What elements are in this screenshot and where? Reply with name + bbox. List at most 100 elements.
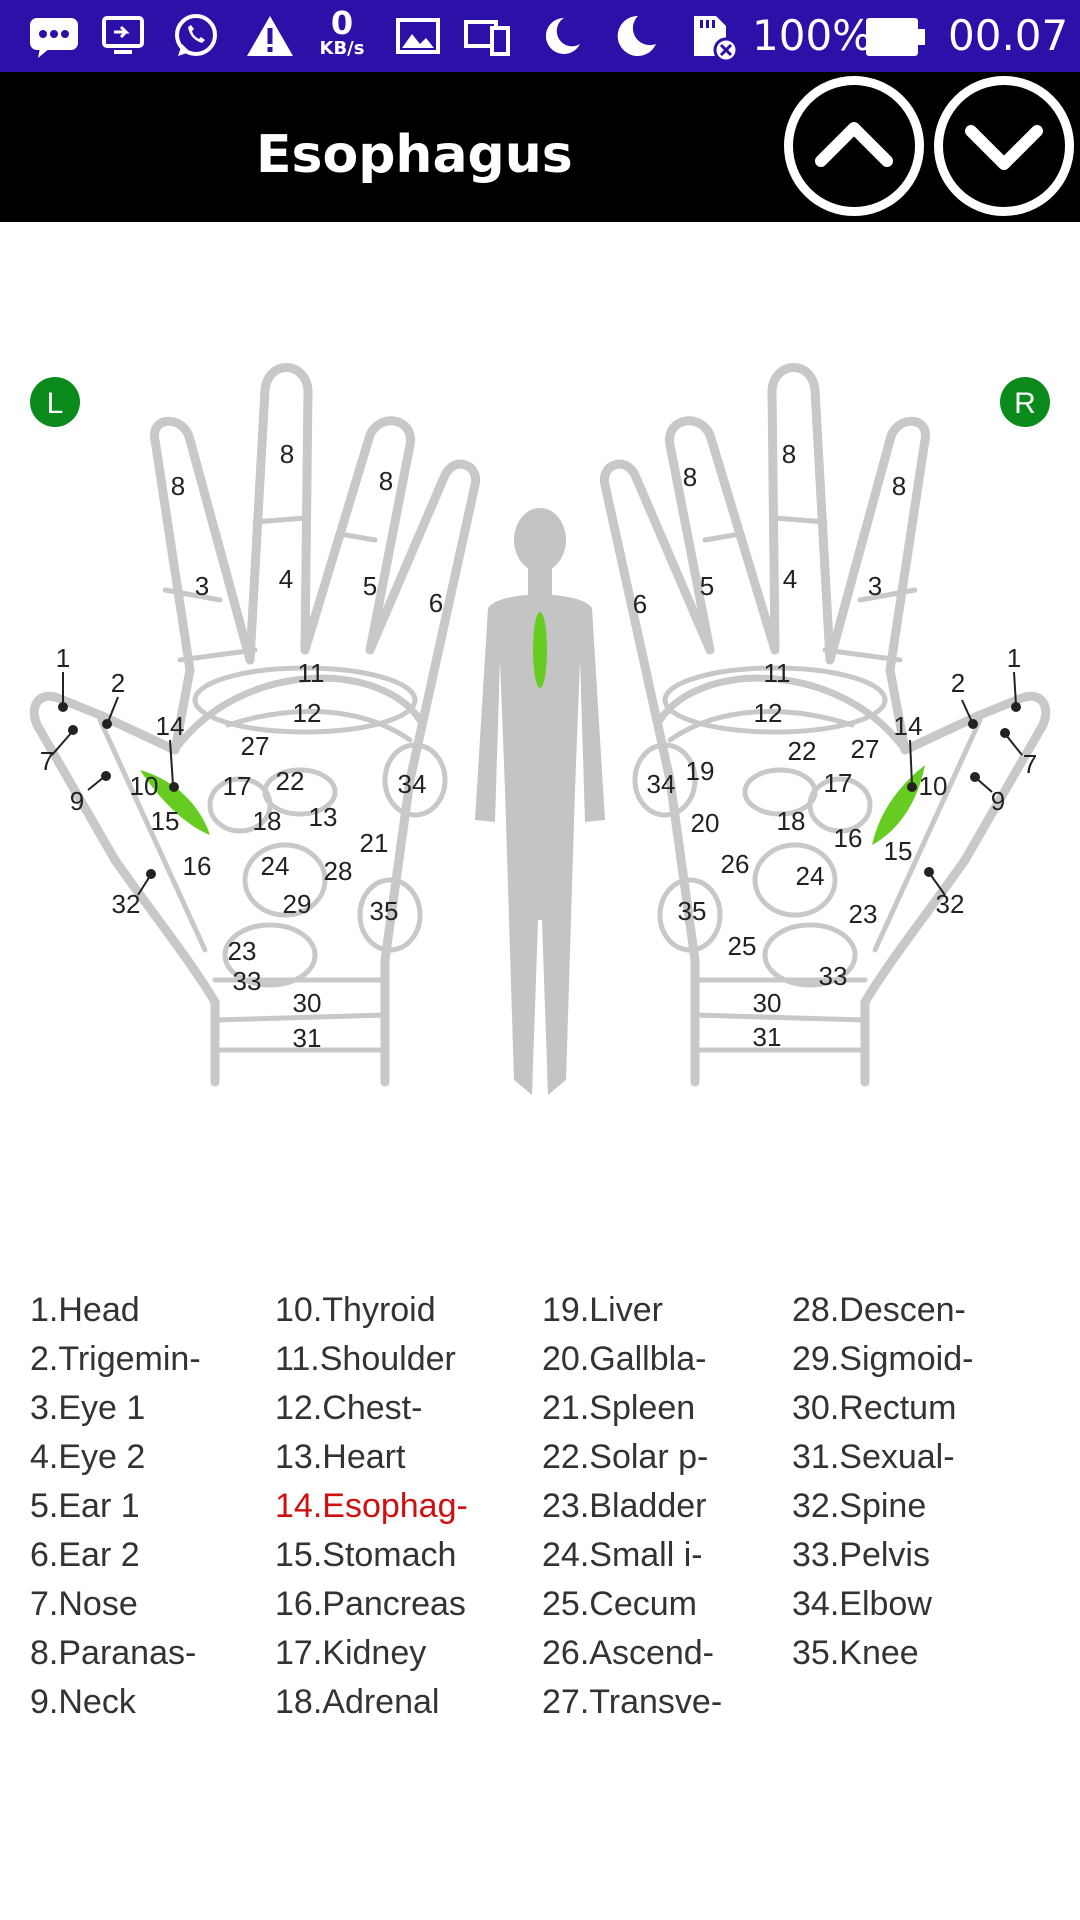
legend-item[interactable]: 6.Ear 2 [30, 1536, 140, 1574]
region-label: 16 [183, 851, 212, 881]
legend-item[interactable]: 12.Chest- [275, 1389, 423, 1427]
region-label: 33 [233, 966, 262, 996]
legend-item[interactable]: 11.Shoulder [275, 1340, 456, 1378]
legend-item[interactable]: 31.Sexual- [792, 1438, 955, 1476]
region-label: 29 [283, 889, 312, 919]
region-label: 7 [1023, 749, 1037, 779]
region-label: 15 [151, 806, 180, 836]
region-label: 17 [223, 771, 252, 801]
region-label: 10 [130, 771, 159, 801]
warning-icon [247, 16, 293, 56]
legend-item[interactable]: 23.Bladder [542, 1487, 707, 1525]
region-label: 12 [293, 698, 322, 728]
clock: 00.07 [948, 11, 1069, 60]
legend-column: 10.Thyroid 11.Shoulder 12.Chest- 13.Hear… [275, 1286, 468, 1727]
legend-item[interactable]: 35.Knee [792, 1634, 919, 1672]
pointer-markers [51, 671, 1023, 896]
region-label: 1 [1007, 643, 1021, 673]
region-label: 2 [951, 668, 965, 698]
legend-item[interactable]: 26.Ascend- [542, 1634, 714, 1672]
region-label: 8 [280, 439, 294, 469]
region-label: 3 [195, 571, 209, 601]
legend-item[interactable]: 17.Kidney [275, 1634, 427, 1672]
region-label: 1 [56, 643, 70, 673]
legend-item[interactable]: 3.Eye 1 [30, 1389, 146, 1427]
status-bar: 0 KB/s 100% 00.07 [0, 0, 1080, 72]
legend-item[interactable]: 18.Adrenal [275, 1683, 440, 1721]
legend-item[interactable]: 30.Rectum [792, 1389, 957, 1427]
legend-item[interactable]: 27.Transve- [542, 1683, 723, 1721]
region-label: 8 [683, 462, 697, 492]
legend-item[interactable]: 5.Ear 1 [30, 1487, 140, 1525]
screen-cast-icon [102, 16, 144, 54]
legend-item[interactable]: 2.Trigemin- [30, 1340, 201, 1378]
legend-item[interactable]: 20.Gallbla- [542, 1340, 707, 1378]
region-label: 28 [324, 856, 353, 886]
region-label: 21 [360, 828, 389, 858]
legend-item-active[interactable]: 14.Esophag- [275, 1487, 468, 1525]
region-label: 5 [363, 571, 377, 601]
legend-item[interactable]: 25.Cecum [542, 1585, 697, 1623]
right-badge-text: R [1014, 387, 1036, 420]
legend-item[interactable]: 15.Stomach [275, 1536, 457, 1574]
region-label: 35 [678, 896, 707, 926]
region-label: 13 [309, 802, 338, 832]
region-label: 32 [112, 889, 141, 919]
region-label: 18 [777, 806, 806, 836]
legend-item[interactable]: 10.Thyroid [275, 1291, 436, 1329]
region-label: 6 [429, 588, 443, 618]
region-label: 30 [293, 988, 322, 1018]
legend-item[interactable]: 28.Descen- [792, 1291, 966, 1329]
region-label: 10 [919, 771, 948, 801]
region-label: 31 [753, 1022, 782, 1052]
legend-column: 28.Descen- 29.Sigmoid- 30.Rectum 31.Sexu… [792, 1286, 973, 1678]
moon-icon [545, 17, 580, 54]
region-label: 24 [796, 861, 825, 891]
previous-button[interactable] [784, 76, 924, 216]
right-hand [599, 363, 1051, 1087]
legend-item[interactable]: 4.Eye 2 [30, 1438, 146, 1476]
legend-item[interactable]: 19.Liver [542, 1291, 663, 1329]
legend-item[interactable]: 24.Small i- [542, 1536, 703, 1574]
legend-item[interactable]: 1.Head [30, 1291, 140, 1329]
region-label: 18 [253, 806, 282, 836]
legend-item[interactable]: 7.Nose [30, 1585, 138, 1623]
region-label: 14 [894, 711, 923, 741]
region-label: 8 [782, 439, 796, 469]
region-label: 23 [849, 899, 878, 929]
region-label: 14 [156, 711, 185, 741]
legend-item[interactable]: 33.Pelvis [792, 1536, 930, 1574]
battery-percentage: 100% [752, 11, 873, 60]
legend-item[interactable]: 21.Spleen [542, 1389, 696, 1427]
whatsapp-icon [175, 14, 217, 56]
legend-item[interactable]: 34.Elbow [792, 1585, 932, 1623]
region-label: 11 [764, 658, 791, 688]
app-bar: Esophagus [0, 72, 1080, 222]
legend-item[interactable]: 29.Sigmoid- [792, 1340, 974, 1378]
left-badge-text: L [47, 387, 64, 420]
left-hand-labels: 8 8 8 3 4 5 6 1 2 11 12 14 7 9 27 10 17 … [40, 439, 443, 1053]
region-label: 19 [686, 756, 715, 786]
region-label: 31 [293, 1023, 322, 1053]
legend-item[interactable]: 16.Pancreas [275, 1585, 466, 1623]
legend-item[interactable]: 32.Spine [792, 1487, 927, 1525]
region-label: 12 [754, 698, 783, 728]
legend-item[interactable]: 8.Paranas- [30, 1634, 197, 1672]
region-label: 34 [647, 769, 676, 799]
region-label: 9 [70, 786, 84, 816]
legend-column: 1.Head 2.Trigemin- 3.Eye 1 4.Eye 2 5.Ear… [30, 1286, 201, 1727]
region-label: 34 [398, 769, 427, 799]
legend-item[interactable]: 13.Heart [275, 1438, 406, 1476]
gallery-icon [396, 18, 440, 54]
next-button[interactable] [934, 76, 1074, 216]
region-label: 35 [370, 896, 399, 926]
message-icon [30, 18, 78, 58]
region-label: 24 [261, 851, 290, 881]
region-label: 15 [884, 836, 913, 866]
legend-item[interactable]: 9.Neck [30, 1683, 136, 1721]
region-label: 8 [379, 466, 393, 496]
region-label: 27 [851, 734, 880, 764]
region-label: 6 [633, 589, 647, 619]
region-label: 26 [721, 849, 750, 879]
legend-item[interactable]: 22.Solar p- [542, 1438, 709, 1476]
